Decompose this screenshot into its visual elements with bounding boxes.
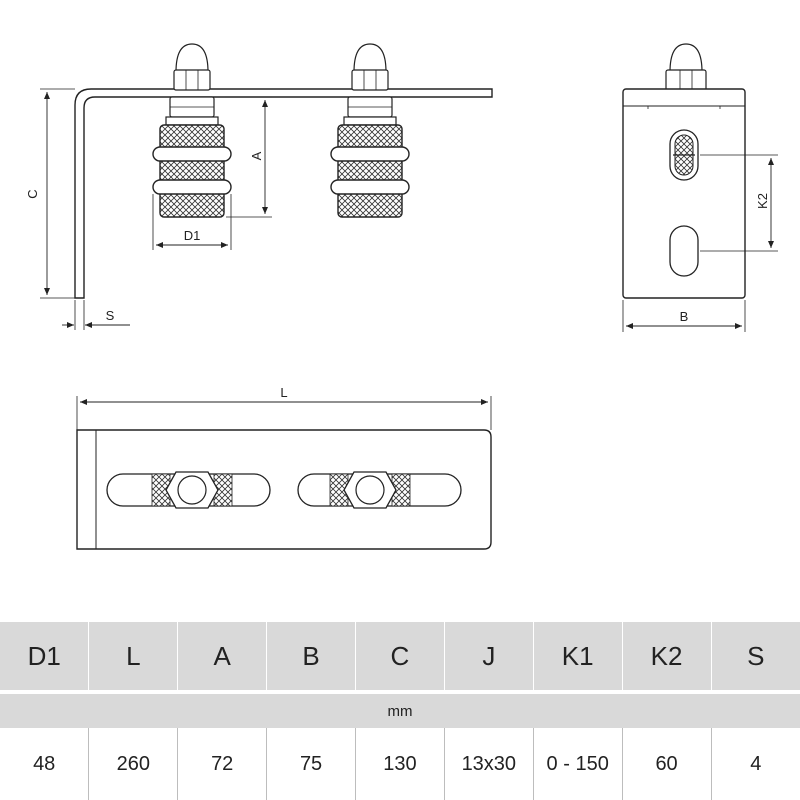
unit-cell: mm: [0, 690, 800, 728]
table-unit-row: mm: [0, 690, 800, 728]
value-cell: 130: [355, 728, 445, 800]
plate-front: [622, 88, 746, 299]
spec-table: D1 L A B C J K1 K2 S mm 48 260 72 75 130…: [0, 622, 800, 800]
header-cell: B: [266, 622, 356, 692]
header-cell: C: [355, 622, 445, 692]
value-cell: 72: [177, 728, 268, 800]
slot-lower: [669, 225, 699, 277]
label-a: A: [249, 151, 264, 160]
header-cell: A: [177, 622, 268, 692]
value-cell: 13x30: [444, 728, 534, 800]
label-s: S: [106, 308, 115, 323]
label-l: L: [280, 385, 287, 400]
value-cell: 0 - 150: [533, 728, 623, 800]
label-b: B: [680, 309, 689, 324]
label-k2: K2: [755, 193, 770, 209]
dimension-a: A: [225, 96, 272, 218]
bracket-profile: [74, 88, 493, 299]
header-cell: K2: [622, 622, 712, 692]
value-cell: 48: [0, 728, 90, 800]
top-slot-right: [297, 471, 462, 509]
value-cell: 4: [711, 728, 800, 800]
front-view: K2 B: [622, 43, 778, 332]
dimension-l: L: [76, 385, 492, 430]
top-view: L: [76, 385, 492, 550]
header-cell: S: [711, 622, 800, 692]
header-cell: L: [88, 622, 179, 692]
header-cell: J: [444, 622, 534, 692]
table-header-row: D1 L A B C J K1 K2 S: [0, 622, 800, 692]
value-cell: 260: [88, 728, 179, 800]
value-cell: 75: [266, 728, 356, 800]
label-c: C: [25, 189, 40, 198]
technical-drawing: C A D1 S: [25, 43, 778, 550]
header-cell: K1: [533, 622, 623, 692]
plate-top: [76, 429, 492, 550]
wheel-right: [330, 43, 410, 218]
dome-nut: [175, 43, 209, 73]
value-cell: 60: [622, 728, 712, 800]
top-slot-left: [106, 471, 271, 509]
header-cell: D1: [0, 622, 90, 692]
side-view: C A D1 S: [25, 43, 493, 330]
table-row: 48 260 72 75 130 13x30 0 - 150 60 4: [0, 728, 800, 800]
dimension-b: B: [622, 300, 746, 332]
dimension-d1: D1: [152, 194, 232, 250]
label-d1: D1: [184, 228, 201, 243]
dimension-s: S: [62, 300, 130, 330]
dimension-k2: K2: [700, 154, 778, 252]
dimension-c: C: [25, 88, 75, 299]
wheel-left: [152, 43, 232, 218]
